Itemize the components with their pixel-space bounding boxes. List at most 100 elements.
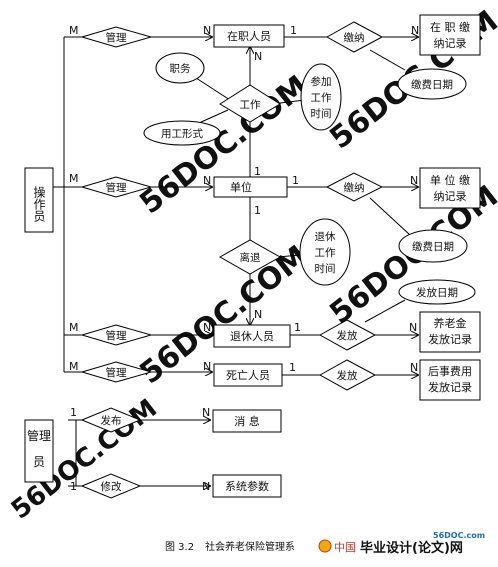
card-m: M [69, 172, 79, 185]
entity-deceased-label: 死亡人员 [226, 368, 270, 382]
entity-funeral-record-label: 后事费用 [428, 365, 472, 378]
entity-unit-label: 单位 [230, 180, 252, 194]
card-one: 1 [254, 204, 261, 217]
card-n: N [410, 361, 418, 374]
rel-retire: 离退 [218, 239, 282, 275]
entity-admin-label: 管理 [27, 428, 51, 443]
card-n: N [203, 321, 211, 334]
entity-admin-label: 员 [33, 455, 45, 469]
attr-retire-work-time-label: 时间 [315, 262, 336, 275]
attr-retire-work-time: 退休 工作 时间 [299, 218, 351, 286]
entity-employee-record-label: 在 职 缴 [430, 20, 470, 34]
card-n: N [409, 321, 417, 334]
entity-pension-record-label: 养老金 [434, 316, 467, 330]
rel-issue-pension-label: 发放 [337, 329, 358, 342]
watermark: 56DOC.COM [133, 69, 314, 222]
card-m: M [69, 360, 79, 373]
rel-modify-label: 修改 [101, 480, 122, 493]
entity-operator-label: 操作员 [32, 185, 46, 223]
rel-manage-deceased-label: 管理 [106, 366, 127, 379]
attr-position-label: 职务 [170, 62, 191, 75]
rel-modify: 修改 [80, 473, 142, 499]
entity-retiree-label: 退休人员 [230, 330, 274, 343]
attr-join-work-time-label: 参加 [311, 75, 332, 88]
entity-message: 消 息 [212, 409, 282, 433]
rel-pay-employee: 缴纳 [325, 21, 384, 53]
entity-employee-label: 在职人员 [227, 30, 271, 43]
entity-deceased: 死亡人员 [213, 363, 283, 387]
card-one: 1 [254, 165, 261, 178]
card-one: 1 [70, 480, 77, 493]
rel-manage-employee: 管理 [80, 26, 153, 48]
entity-pension-record: 养老金 发放记录 [419, 311, 481, 353]
card-one: 1 [292, 174, 299, 187]
rel-work-label: 工作 [240, 99, 261, 111]
attr-join-work-time-label: 时间 [311, 107, 332, 120]
rel-issue-funeral: 发放 [318, 359, 377, 391]
rel-publish-label: 发布 [101, 414, 122, 427]
site-name: 毕业设计(论文)网 [360, 540, 463, 556]
rel-publish: 发布 [80, 407, 142, 433]
card-n: N [202, 480, 210, 493]
attr-pay-date-unit: 缴费日期 [398, 229, 468, 263]
entity-funeral-record-label: 发放记录 [428, 380, 472, 394]
rel-issue-pension: 发放 [318, 319, 377, 351]
card-n: N [203, 174, 211, 187]
rel-manage-employee-label: 管理 [106, 31, 127, 44]
entity-employee: 在职人员 [213, 24, 285, 48]
entity-employee-record: 在 职 缴 纳记录 [419, 14, 481, 56]
cardinality-labels: M N M N M N M N 1 N 1 N 1 N 1 N N 1 1 N … [69, 24, 419, 493]
caption: 图 3.2 社会养老保险管理系 中国 毕业设计(论文)网 56DOC.com [165, 531, 485, 556]
entity-funeral-record: 后事费用 发放记录 [419, 359, 481, 401]
card-m: M [69, 321, 79, 334]
entity-sysparam: 系统参数 [212, 474, 282, 498]
card-one: 1 [70, 406, 77, 419]
rel-manage-unit: 管理 [80, 176, 153, 198]
rel-manage-unit-label: 管理 [106, 181, 127, 194]
attr-employment-form: 用工形式 [143, 120, 221, 146]
card-n: N [202, 406, 210, 419]
entity-unit-record: 单 位 缴 纳记录 [419, 167, 481, 209]
rel-pay-unit-label: 缴纳 [344, 181, 365, 194]
entity-unit-record-label: 纳记录 [434, 190, 467, 203]
rel-retire-label: 离退 [240, 251, 261, 264]
site-logo-icon [318, 539, 332, 553]
entity-message-label: 消 息 [234, 414, 260, 428]
rel-manage-retiree-label: 管理 [106, 329, 127, 342]
card-n: N [254, 50, 262, 63]
attr-retire-work-time-label: 退休 [315, 231, 336, 243]
card-n: N [203, 360, 211, 373]
card-one: 1 [294, 321, 301, 334]
card-n: N [411, 24, 419, 37]
rel-pay-unit: 缴纳 [325, 172, 384, 202]
site-url: 56DOC.com [433, 531, 485, 540]
rel-issue-funeral-label: 发放 [337, 369, 358, 382]
entity-unit: 单位 [213, 176, 288, 198]
attr-join-work-time-label: 工作 [311, 92, 332, 104]
entity-operator: 操作员 [24, 167, 54, 233]
attr-join-work-time: 参加 工作 时间 [300, 63, 342, 131]
rel-manage-deceased: 管理 [80, 361, 153, 383]
attr-pay-date-employee: 缴费日期 [397, 68, 467, 100]
rel-work: 工作 [219, 84, 281, 123]
entity-employee-record-label: 纳记录 [434, 37, 467, 50]
rel-manage-retiree: 管理 [80, 324, 153, 346]
figure-number: 图 3.2 [165, 541, 194, 553]
figure-title: 社会养老保险管理系 [205, 540, 295, 553]
attr-pay-date-employee-label: 缴费日期 [411, 78, 453, 91]
entity-retiree: 退休人员 [213, 324, 291, 348]
entity-admin: 管理 员 [24, 419, 54, 483]
attr-issue-date-label: 发放日期 [416, 286, 458, 299]
card-m: M [69, 24, 79, 37]
attr-position: 职务 [155, 52, 205, 84]
attr-retire-work-time-label: 工作 [315, 247, 336, 259]
attr-pay-date-unit-label: 缴费日期 [412, 240, 454, 253]
entity-unit-record-label: 单 位 缴 [430, 173, 470, 187]
card-one: 1 [289, 361, 296, 374]
card-n: N [254, 308, 262, 321]
card-one: 1 [290, 24, 297, 37]
card-n: N [410, 174, 418, 187]
card-n: N [203, 24, 211, 37]
site-mark: 中国 [334, 541, 356, 554]
